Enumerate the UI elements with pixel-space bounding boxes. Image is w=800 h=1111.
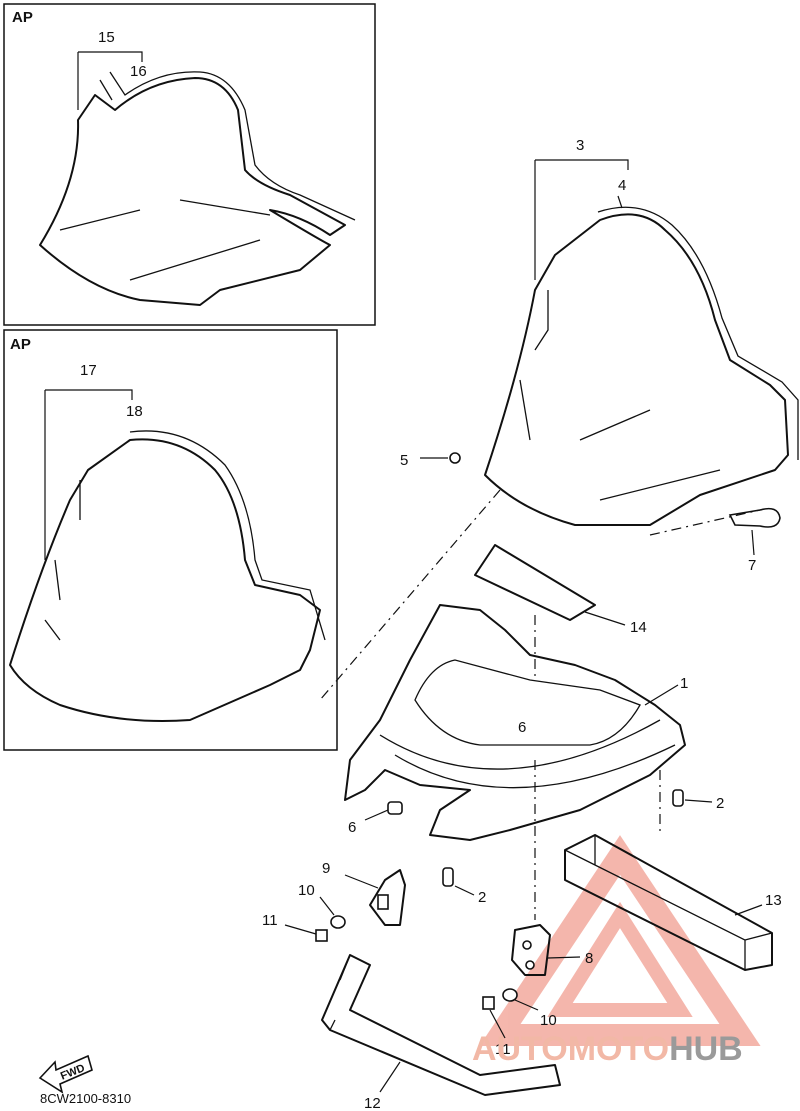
inset-ap-upper: AP 15 16	[3, 3, 376, 326]
cowling-mark: 6	[518, 719, 526, 736]
windshield-main: 3 4	[484, 137, 799, 526]
block-13: 13	[564, 834, 782, 971]
watermark-part1: AUTOMOTO	[472, 1030, 669, 1068]
washer-nut-right: 10 11	[482, 988, 557, 1058]
inset-ap-lower: AP 17 18	[3, 329, 338, 751]
watermark-part2: HUB	[669, 1030, 743, 1068]
knob-7: 7	[728, 507, 781, 574]
callout-3: 3	[576, 137, 584, 154]
bracket-9: 9	[322, 860, 406, 926]
washer-nut-left: 10 11	[262, 882, 346, 942]
grommet-6: 6	[348, 801, 403, 836]
pad-14: 14	[474, 544, 647, 636]
callout-9: 9	[322, 860, 330, 877]
fwd-arrow-icon: FWD	[38, 1054, 93, 1094]
callout-11-left: 11	[262, 912, 278, 929]
watermark-text: AUTOMOTOHUB	[472, 1030, 743, 1068]
screw-2-lower: 2	[442, 867, 486, 906]
screw-5: 5	[400, 452, 461, 469]
callout-14: 14	[630, 619, 647, 636]
inset-ap-label: AP	[12, 9, 33, 26]
callout-13: 13	[765, 892, 782, 909]
callout-7: 7	[748, 557, 756, 574]
callout-10-left: 10	[298, 882, 315, 899]
screw-2-right: 2	[672, 789, 724, 812]
callout-11-right: 11	[495, 1041, 511, 1058]
callout-10-right: 10	[540, 1012, 557, 1029]
callout-18: 18	[126, 403, 143, 420]
callout-8: 8	[585, 950, 593, 967]
callout-15: 15	[98, 29, 115, 46]
callout-4: 4	[618, 177, 626, 194]
callout-1: 1	[680, 675, 688, 692]
callout-2-right: 2	[716, 795, 724, 812]
watermark-logo	[479, 835, 761, 1046]
callout-17: 17	[80, 362, 97, 379]
bracket-8: 8	[511, 924, 593, 976]
trim-12: 12	[321, 954, 561, 1111]
cowling-1: 1 6	[344, 604, 688, 841]
callout-16: 16	[130, 63, 147, 80]
callout-12: 12	[364, 1095, 381, 1111]
inset-ap-label-2: AP	[10, 336, 31, 353]
callout-6: 6	[348, 819, 356, 836]
callout-2-lower: 2	[478, 889, 486, 906]
fwd-label: FWD	[59, 1062, 87, 1083]
callout-5: 5	[400, 452, 408, 469]
diagram-code: 8CW2100-8310	[40, 1091, 131, 1106]
